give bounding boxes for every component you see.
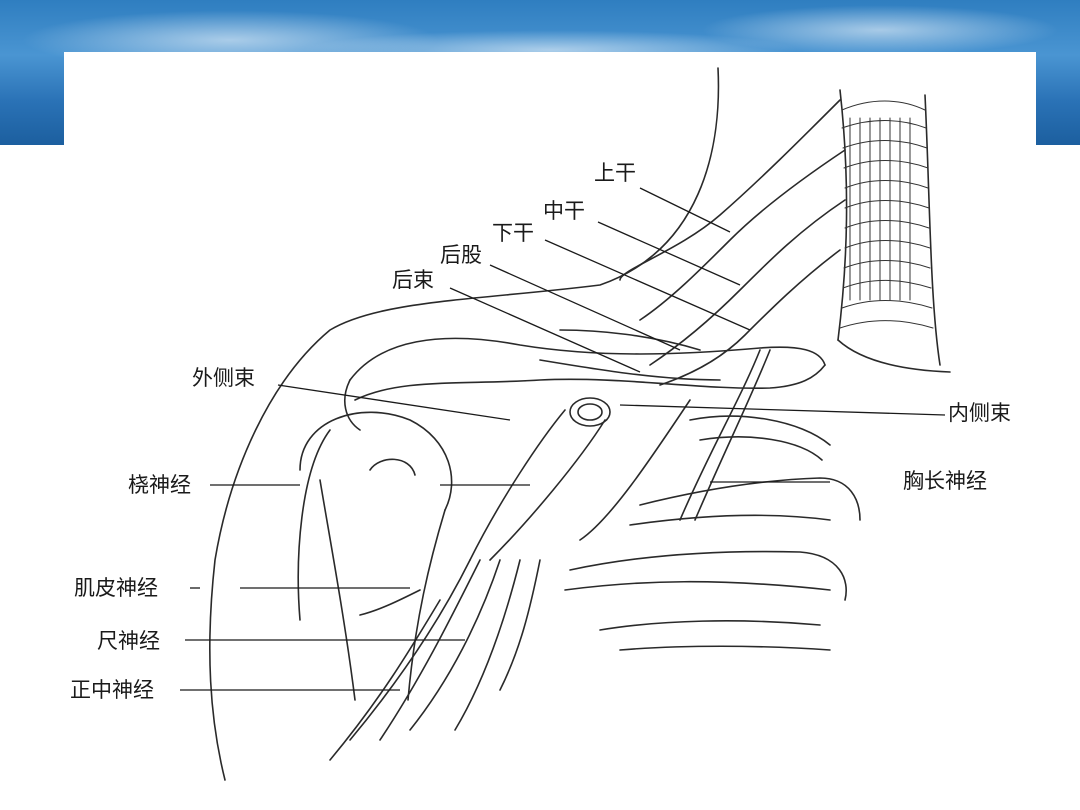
label-median-nerve: 正中神经 (70, 678, 154, 702)
banner-light-streak (700, 5, 1060, 55)
label-middle-trunk: 中干 (543, 199, 585, 223)
body-outline (209, 67, 720, 781)
vertebral-column (837, 89, 951, 373)
label-musculocutaneous-nerve: 肌皮神经 (74, 576, 158, 600)
label-lateral-cord: 外侧束 (192, 366, 255, 390)
label-radial-nerve: 桡神经 (128, 473, 191, 497)
label-upper-trunk: 上干 (594, 161, 636, 185)
clavicle (349, 337, 826, 401)
arm-nerves (329, 559, 541, 761)
label-lower-trunk: 下干 (492, 221, 534, 245)
label-long-thoracic-nerve: 胸长神经 (903, 469, 987, 493)
diagram-labels: 上干 中干 下干 后股 后束 外侧束 内侧束 桡神经 胸长神经 肌皮神经 尺神经… (70, 161, 1011, 702)
label-posterior-cord: 后束 (392, 268, 434, 292)
nerve-trunks (539, 99, 846, 541)
rib-cage (564, 415, 861, 651)
slide-content-panel (64, 52, 1036, 810)
label-posterior-division: 后股 (440, 243, 482, 267)
label-ulnar-nerve: 尺神经 (97, 629, 160, 653)
label-leaders (180, 187, 946, 691)
axillary-artery (469, 397, 611, 561)
label-medial-cord: 内侧束 (948, 401, 1011, 425)
humerus (299, 379, 453, 701)
